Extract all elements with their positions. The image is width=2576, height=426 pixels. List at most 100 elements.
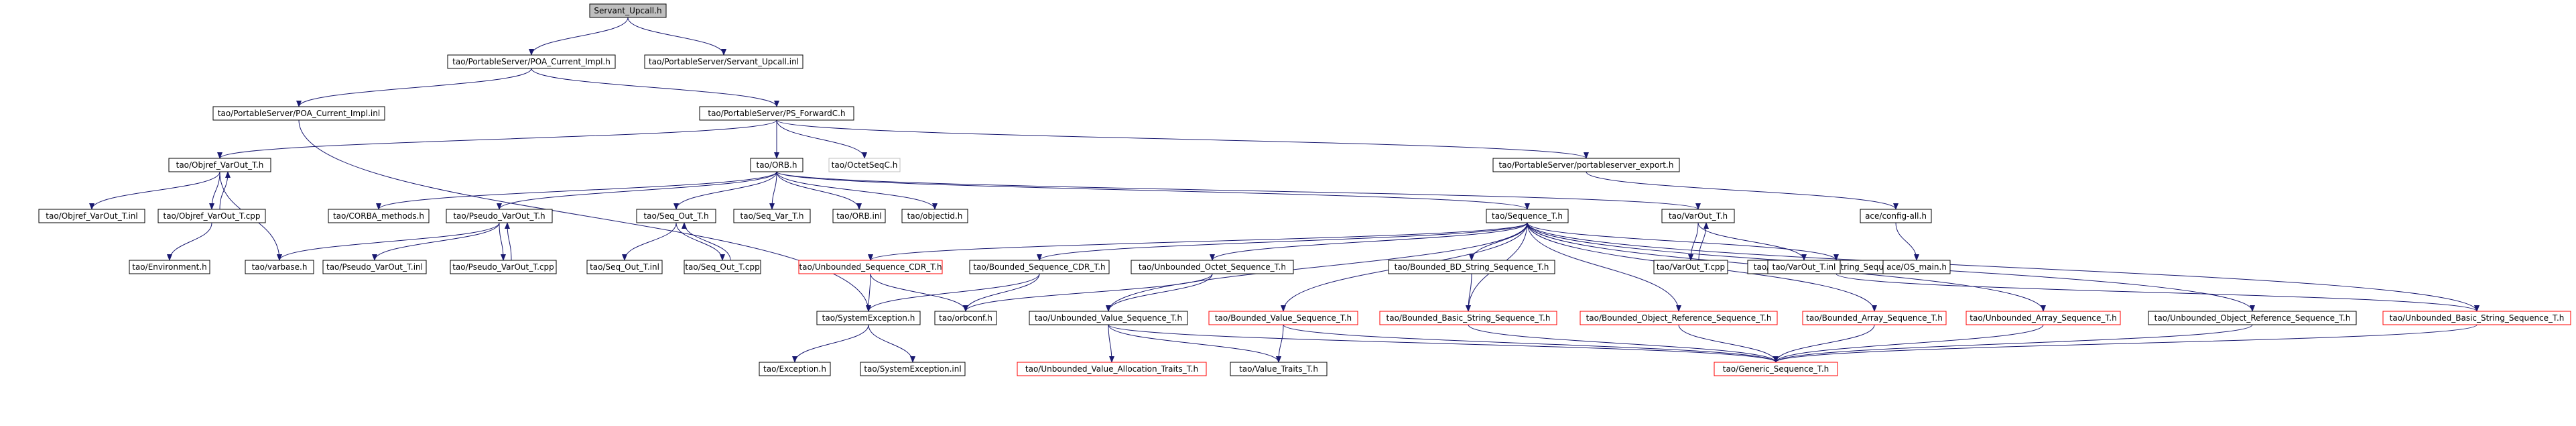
node-label: tao/PortableServer/POA_Current_Impl.h [452, 57, 610, 66]
node-tao-unbounded-sequence-cdr-t-h[interactable]: tao/Unbounded_Sequence_CDR_T.h [798, 260, 943, 274]
node-box [759, 362, 831, 376]
edge-pseudo_varout_h-to-pseudo_varout_inl [372, 222, 500, 261]
edge [167, 222, 212, 261]
node-tao-corba-methods-h[interactable]: tao/CORBA_methods.h [328, 209, 430, 223]
node-tao-generic-sequence-t-h[interactable]: tao/Generic_Sequence_T.h [1714, 362, 1838, 376]
node-tao-unbounded-octet-sequence-t-h[interactable]: tao/Unbounded_Octet_Sequence_T.h [1131, 260, 1294, 274]
node-layer: Servant_Upcall.h tao/PortableServer/POA_C… [38, 3, 2571, 376]
node-box [1379, 311, 1557, 325]
edge [963, 273, 1040, 312]
node-tao-objref-varout-t-inl[interactable]: tao/Objref_VarOut_T.inl [38, 209, 145, 223]
node-box [750, 158, 803, 172]
node-tao-pseudo-varout-t-inl[interactable]: tao/Pseudo_VarOut_T.inl [322, 260, 427, 274]
node-tao-portableserver-poa-current-impl-inl[interactable]: tao/PortableServer/POA_Current_Impl.inl [212, 106, 385, 121]
node-label: tao/Pseudo_VarOut_T.cpp [452, 262, 554, 272]
edge-sequence_h-to-unb_seq_cdr [868, 222, 1528, 261]
node-box [1492, 158, 1680, 172]
edge-seq_out_cpp-to-seq_out_h [682, 222, 731, 261]
node-label: tao/Bounded_Array_Sequence_T.h [1806, 313, 1943, 323]
node-tao-portableserver-ps-forwardc-h[interactable]: tao/PortableServer/PS_ForwardC.h [699, 106, 854, 121]
node-tao-unbounded-object-reference-sequence-t-h[interactable]: tao/Unbounded_Object_Reference_Sequence_… [2148, 311, 2357, 325]
node-box [1131, 260, 1294, 274]
edge-config_all-to-os_main [1895, 222, 1919, 261]
node-tao-bounded-array-sequence-t-h[interactable]: tao/Bounded_Array_Sequence_T.h [1802, 311, 1947, 325]
node-ace-config-all-h[interactable]: ace/config-all.h [1860, 209, 1932, 223]
edge-sequence_h-to-bnd_objref_seq [1527, 222, 1681, 312]
node-tao-portableserver-servant-upcall-inl[interactable]: tao/PortableServer/Servant_Upcall.inl [644, 54, 803, 69]
edge-orb_h-to-corba_methods [376, 171, 777, 210]
node-tao-orbconf-h[interactable]: tao/orbconf.h [934, 311, 997, 325]
node-tao-objectid-h[interactable]: tao/objectid.h [901, 209, 968, 223]
node-tao-varout-t-inl[interactable]: tao/VarOut_T.inl [1767, 260, 1841, 274]
node-tao-unbounded-array-sequence-t-h[interactable]: tao/Unbounded_Array_Sequence_T.h [1966, 311, 2121, 325]
node-tao-varout-t-h[interactable]: tao/VarOut_T.h [1661, 209, 1735, 223]
node-tao-octetseqc-h[interactable]: tao/OctetSeqC.h [828, 158, 901, 172]
node-tao-seq-out-t-cpp[interactable]: tao/Seq_Out_T.cpp [684, 260, 761, 274]
node-tao-bounded-object-reference-sequence-t-h[interactable]: tao/Bounded_Object_Reference_Sequence_T.… [1580, 311, 1778, 325]
node-tao-seq-out-t-inl[interactable]: tao/Seq_Out_T.inl [586, 260, 663, 274]
node-tao-bounded-value-sequence-t-h[interactable]: tao/Bounded_Value_Sequence_T.h [1208, 311, 1358, 325]
edge-sequence_h-to-unb_octet_seq [1210, 222, 1528, 261]
edge-unb_value_seq-to-value_traits [1108, 324, 1281, 363]
edge-unb_octet_seq-to-orbconf [963, 273, 1213, 312]
node-tao-systemexception-inl[interactable]: tao/SystemException.inl [860, 362, 966, 376]
edge-unb_value_seq-to-unb_value_alloc [1108, 324, 1114, 363]
node-label: tao/Unbounded_Value_Sequence_T.h [1035, 313, 1182, 323]
edge [769, 171, 777, 210]
edge [1108, 324, 1281, 363]
node-ace-os-main-h[interactable]: ace/OS_main.h [1882, 260, 1951, 274]
edge-unb_seq_cdr-to-orbconf [870, 273, 968, 312]
edge [1773, 324, 2477, 363]
node-tao-exception-h[interactable]: tao/Exception.h [759, 362, 831, 376]
node-tao-orb-inl[interactable]: tao/ORB.inl [832, 209, 886, 223]
node-box [636, 209, 716, 223]
node-label: tao/Seq_Out_T.inl [590, 262, 659, 272]
node-box [38, 209, 145, 223]
node-tao-bounded-bd-string-sequence-t-h[interactable]: tao/Bounded_BD_String_Sequence_T.h [1388, 260, 1555, 274]
edge-layer [89, 17, 2480, 363]
node-box [447, 54, 616, 69]
node-tao-seq-out-t-h[interactable]: tao/Seq_Out_T.h [636, 209, 716, 223]
node-tao-objref-varout-t-cpp[interactable]: tao/Objref_VarOut_T.cpp [157, 209, 266, 223]
node-tao-varout-t-cpp[interactable]: tao/VarOut_T.cpp [1653, 260, 1728, 274]
edge [868, 324, 915, 363]
node-tao-varbase-h[interactable]: tao/varbase.h [245, 260, 314, 274]
node-tao-environment-h[interactable]: tao/Environment.h [129, 260, 210, 274]
node-tao-value-traits-t-h[interactable]: tao/Value_Traits_T.h [1230, 362, 1328, 376]
edge [868, 222, 1528, 261]
edge [217, 119, 777, 159]
node-box [1661, 209, 1735, 223]
edge [372, 222, 500, 261]
node-tao-systemexception-h[interactable]: tao/SystemException.h [816, 311, 921, 325]
node-tao-sequence-t-h[interactable]: tao/Sequence_T.h [1486, 209, 1569, 223]
edge-unb_bd_string-to-unb_basic_string [1836, 273, 2480, 312]
node-label: tao/Bounded_BD_String_Sequence_T.h [1395, 262, 1549, 272]
edge [497, 171, 777, 210]
node-tao-bounded-sequence-cdr-t-h[interactable]: tao/Bounded_Sequence_CDR_T.h [969, 260, 1110, 274]
node-box [245, 260, 314, 274]
node-tao-objref-varout-t-h[interactable]: tao/Objref_VarOut_T.h [168, 158, 271, 172]
node-box [1767, 260, 1841, 274]
node-tao-seq-var-t-h[interactable]: tao/Seq_Var_T.h [733, 209, 811, 223]
node-label: ace/OS_main.h [1886, 262, 1947, 272]
edge [1283, 324, 1779, 363]
edge [675, 222, 725, 261]
edge [277, 222, 500, 261]
node-box [901, 209, 968, 223]
node-label: tao/Pseudo_VarOut_T.inl [326, 262, 423, 272]
node-box [684, 260, 761, 274]
node-label: tao/SystemException.h [822, 313, 915, 323]
edge-orb_h-to-pseudo_varout_h [497, 171, 777, 210]
node-tao-pseudo-varout-t-cpp[interactable]: tao/Pseudo_VarOut_T.cpp [450, 260, 557, 274]
node-tao-orb-h[interactable]: tao/ORB.h [750, 158, 803, 172]
node-servant-upcall-h[interactable]: Servant_Upcall.h [589, 3, 667, 18]
node-box [1860, 209, 1932, 223]
node-tao-unbounded-value-allocation-traits-t-h[interactable]: tao/Unbounded_Value_Allocation_Traits_T.… [1017, 362, 1207, 376]
node-tao-portableserver-poa-current-impl-h[interactable]: tao/PortableServer/POA_Current_Impl.h [447, 54, 616, 69]
node-tao-unbounded-basic-string-sequence-t-h[interactable]: tao/Unbounded_Basic_String_Sequence_T.h [2382, 311, 2571, 325]
node-tao-pseudo-varout-t-h[interactable]: tao/Pseudo_VarOut_T.h [446, 209, 553, 223]
node-tao-portableserver-portableserver-export-h[interactable]: tao/PortableServer/portableserver_export… [1492, 158, 1680, 172]
node-tao-unbounded-value-sequence-t-h[interactable]: tao/Unbounded_Value_Sequence_T.h [1029, 311, 1188, 325]
edge-unb_array_seq-to-generic_seq [1773, 324, 2044, 363]
node-tao-bounded-basic-string-sequence-t-h[interactable]: tao/Bounded_Basic_String_Sequence_T.h [1379, 311, 1557, 325]
